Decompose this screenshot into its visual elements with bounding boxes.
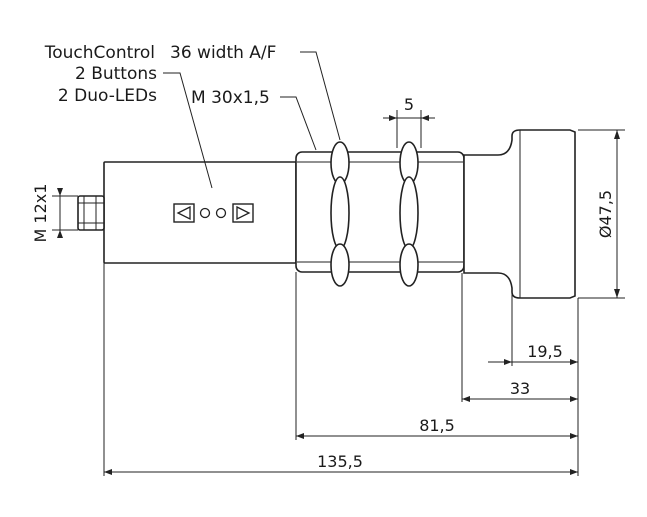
label-width-af: 36 width A/F [170,43,276,63]
left-button [173,203,195,223]
leader-thread [280,96,317,151]
leader-touchcontrol [163,72,213,189]
label-head-diameter: Ø47,5 [596,190,615,238]
left-arrow-icon [176,205,191,221]
led-left [199,207,211,219]
label-thread-to-end: 81,5 [419,416,455,435]
label-connector-thread: M 12x1 [31,184,50,243]
dim-head-length [488,359,578,365]
label-head-total: 33 [510,379,530,398]
label-head-length: 19,5 [527,342,563,361]
dim-overall-length [104,469,578,475]
connector-m12 [77,195,105,231]
right-button [232,203,254,223]
nut-left [330,141,350,287]
label-nut-thickness: 5 [404,95,414,114]
label-overall-length: 135,5 [317,452,363,471]
dim-thread-to-end [296,433,578,439]
dim-connector-thread [52,188,78,238]
nut-right [399,141,419,287]
dim-head-total [462,396,578,402]
label-buttons: 2 Buttons [75,64,157,84]
led-right [215,207,227,219]
label-leds: 2 Duo-LEDs [58,86,157,106]
leader-width-af [300,51,341,141]
right-arrow-icon [236,205,251,221]
label-thread-main: M 30x1,5 [191,88,270,108]
label-touchcontrol: TouchControl [44,43,155,63]
touch-control-panel [173,203,254,223]
dim-head-diameter [578,129,625,299]
dim-nut-thickness [383,110,435,148]
